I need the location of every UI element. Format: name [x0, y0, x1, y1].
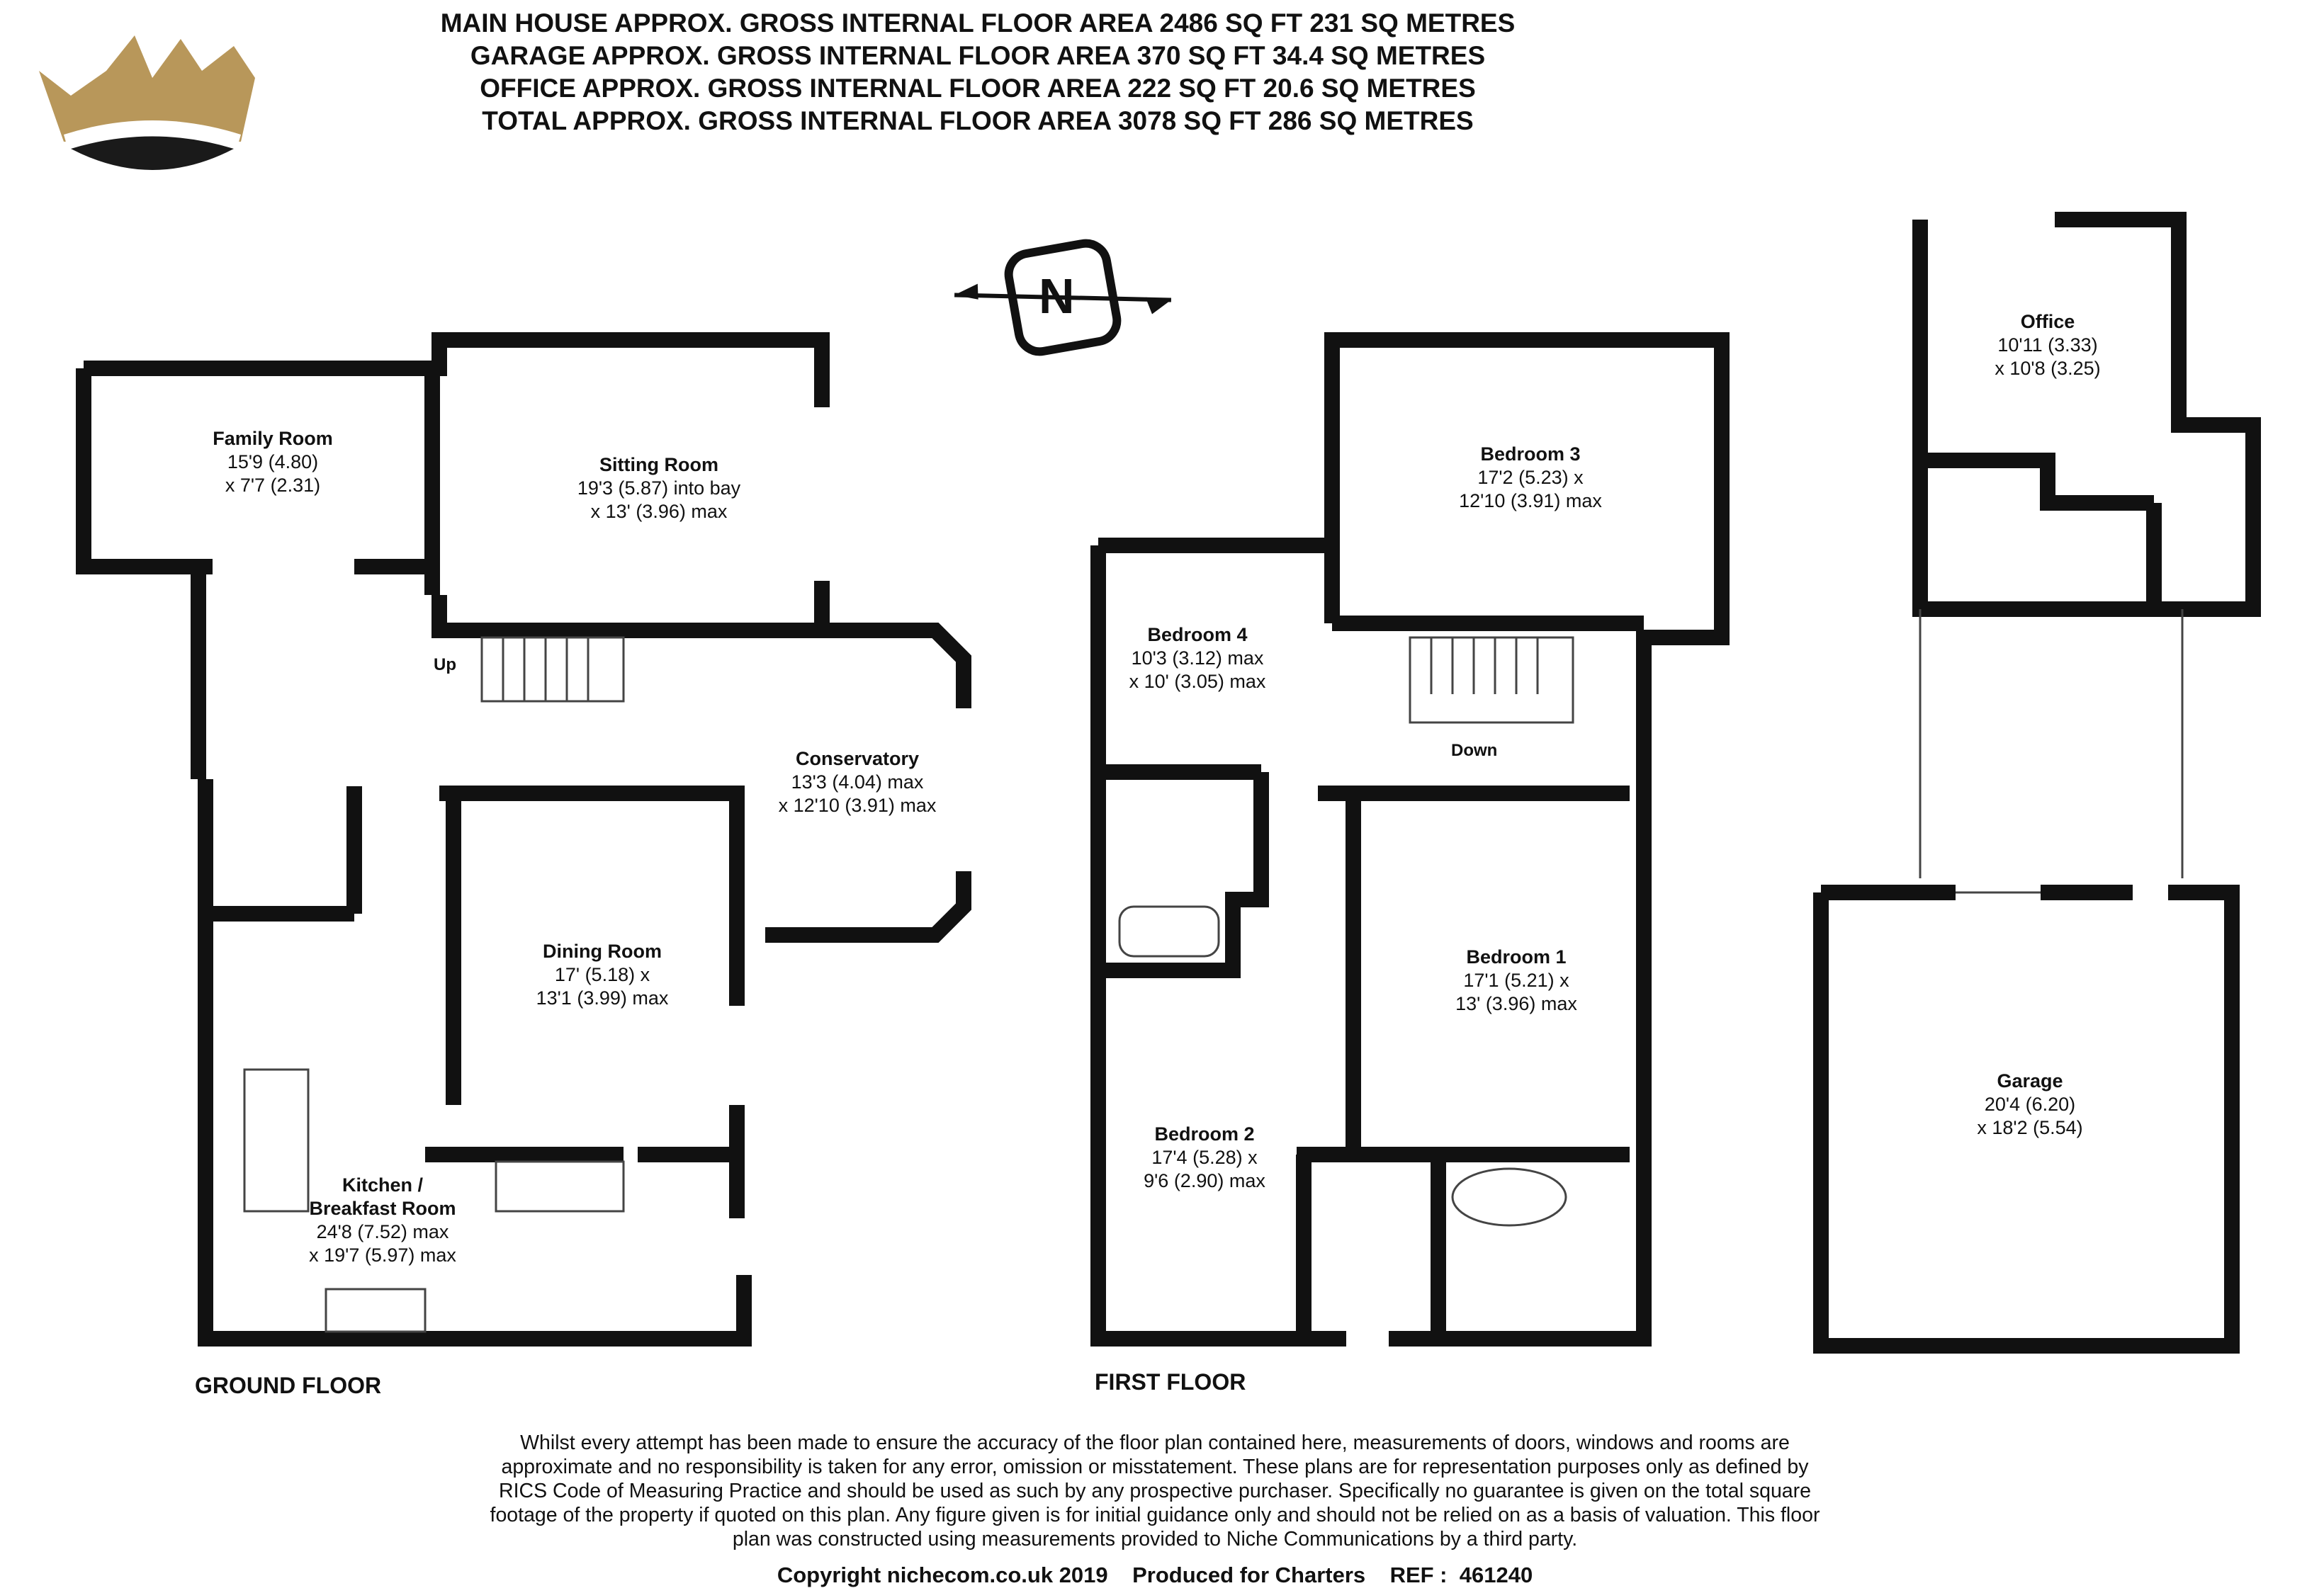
room-dimension: 13'3 (4.04) max	[791, 771, 924, 793]
room-family-room: Family Room 15'9 (4.80) x 7'7 (2.31)	[188, 427, 358, 497]
room-name: Family Room	[213, 428, 333, 449]
room-name: Dining Room	[543, 941, 662, 962]
room-office: Office 10'11 (3.33) x 10'8 (3.25)	[1970, 310, 2126, 380]
disclaimer-line: Whilst every attempt has been made to en…	[520, 1432, 1790, 1454]
room-dimension: 10'11 (3.33)	[1997, 334, 2098, 356]
room-bedroom-2: Bedroom 2 17'4 (5.28) x 9'6 (2.90) max	[1112, 1123, 1297, 1193]
header-line-main: MAIN HOUSE APPROX. GROSS INTERNAL FLOOR …	[440, 8, 1516, 38]
room-name: Breakfast Room	[309, 1198, 456, 1219]
room-dining-room: Dining Room 17' (5.18) x 13'1 (3.99) max	[503, 940, 701, 1010]
room-dimension: x 7'7 (2.31)	[225, 475, 321, 496]
ground-floor-label: GROUND FLOOR	[195, 1373, 382, 1398]
room-dimension: x 19'7 (5.97) max	[309, 1245, 456, 1266]
room-name: Bedroom 4	[1147, 624, 1248, 645]
room-dimension: 15'9 (4.80)	[227, 451, 319, 472]
room-conservatory: Conservatory 13'3 (4.04) max x 12'10 (3.…	[751, 747, 964, 817]
room-name: Conservatory	[795, 748, 920, 769]
stairs-down-label: Down	[1451, 741, 1498, 760]
compass-north-letter: N	[1039, 268, 1075, 324]
room-dimension: 13'1 (3.99) max	[536, 987, 669, 1009]
disclaimer-line: approximate and no responsibility is tak…	[501, 1456, 1809, 1478]
floor-area-header: MAIN HOUSE APPROX. GROSS INTERNAL FLOOR …	[0, 7, 1956, 137]
room-dimension: x 10' (3.05) max	[1129, 671, 1266, 692]
family-room-walls	[76, 368, 213, 574]
stairs-up-label: Up	[434, 655, 456, 674]
compass-icon	[954, 239, 1171, 356]
room-dimension: x 12'10 (3.91) max	[778, 795, 937, 816]
room-dimension: 10'3 (3.12) max	[1131, 647, 1264, 669]
room-name: Kitchen /	[342, 1174, 423, 1196]
room-name: Garage	[1997, 1070, 2063, 1092]
room-sitting-room: Sitting Room 19'3 (5.87) into bay x 13' …	[553, 453, 765, 523]
room-name: Bedroom 3	[1480, 443, 1581, 465]
disclaimer-line: plan was constructed using measurements …	[732, 1528, 1578, 1551]
room-garage: Garage 20'4 (6.20) x 18'2 (5.54)	[1948, 1070, 2111, 1140]
header-line-garage: GARAGE APPROX. GROSS INTERNAL FLOOR AREA…	[470, 41, 1486, 70]
room-dimension: 13' (3.96) max	[1455, 993, 1577, 1014]
family-room-top-wall	[84, 332, 830, 407]
room-dimension: 17'2 (5.23) x	[1477, 467, 1584, 488]
first-floor-label: FIRST FLOOR	[1095, 1369, 1246, 1395]
room-dimension: 24'8 (7.52) max	[316, 1221, 449, 1242]
header-line-total: TOTAL APPROX. GROSS INTERNAL FLOOR AREA …	[482, 106, 1474, 135]
room-bedroom-1: Bedroom 1 17'1 (5.21) x 13' (3.96) max	[1417, 946, 1615, 1016]
room-dimension: 17'4 (5.28) x	[1151, 1147, 1258, 1168]
room-name: Bedroom 2	[1154, 1123, 1255, 1145]
header-line-office: OFFICE APPROX. GROSS INTERNAL FLOOR AREA…	[480, 74, 1476, 103]
room-dimension: 20'4 (6.20)	[1984, 1094, 2076, 1115]
room-kitchen-breakfast: Kitchen / Breakfast Room 24'8 (7.52) max…	[276, 1174, 489, 1267]
room-bedroom-4: Bedroom 4 10'3 (3.12) max x 10' (3.05) m…	[1112, 623, 1282, 693]
copyright-line: Copyright nichecom.co.uk 2019 Produced f…	[777, 1563, 1533, 1587]
room-name: Sitting Room	[599, 454, 718, 475]
room-name: Office	[2020, 311, 2075, 332]
crown-logo-icon	[39, 35, 255, 174]
disclaimer-line: footage of the property if quoted on thi…	[490, 1504, 1820, 1526]
room-dimension: 17'1 (5.21) x	[1463, 970, 1569, 991]
room-dimension: 17' (5.18) x	[554, 964, 650, 985]
room-dimension: 9'6 (2.90) max	[1144, 1170, 1265, 1191]
room-name: Bedroom 1	[1466, 946, 1567, 968]
disclaimer-line: RICS Code of Measuring Practice and shou…	[499, 1480, 1811, 1502]
room-dimension: x 13' (3.96) max	[590, 501, 728, 522]
room-dimension: 12'10 (3.91) max	[1459, 490, 1602, 511]
room-dimension: x 10'8 (3.25)	[1995, 358, 2101, 379]
disclaimer-text: Whilst every attempt has been made to en…	[340, 1431, 1970, 1551]
room-dimension: 19'3 (5.87) into bay	[577, 477, 741, 499]
room-bedroom-3: Bedroom 3 17'2 (5.23) x 12'10 (3.91) max	[1431, 443, 1630, 513]
room-dimension: x 18'2 (5.54)	[1977, 1117, 2083, 1138]
